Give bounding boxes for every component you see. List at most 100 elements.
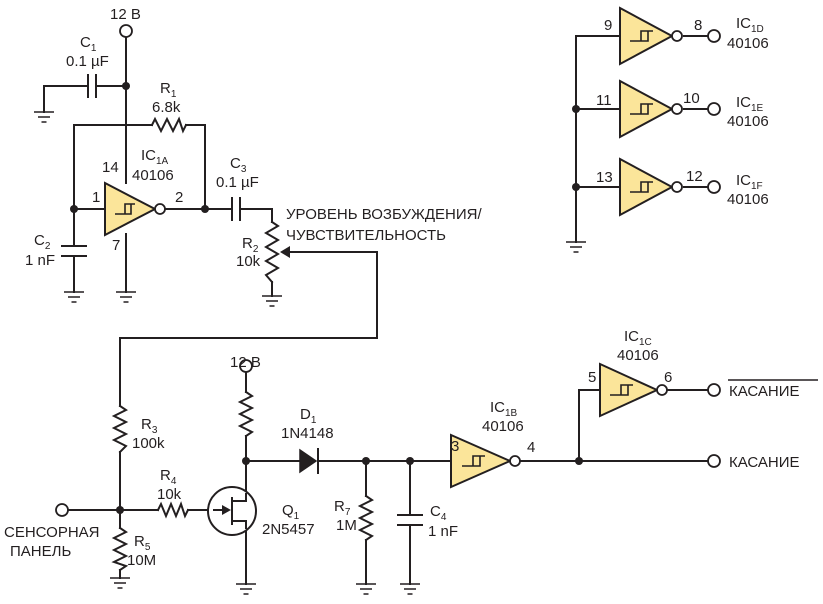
ic1d-pin-in: 9 — [604, 17, 612, 34]
ic1d-label: IC1D — [736, 15, 764, 35]
r3-label: R3 — [141, 416, 158, 436]
ground-icon — [400, 583, 420, 595]
terminals — [55, 24, 721, 517]
ic1c-part: 40106 — [617, 347, 659, 364]
c3-label: C3 — [230, 155, 247, 175]
ic1f-out-terminal — [707, 180, 721, 194]
resistor-r3-icon — [111, 404, 129, 454]
ic1a-label: IC1A — [141, 147, 169, 167]
c1-value: 0.1 µF — [66, 53, 109, 70]
supply-terminal-jfet — [239, 359, 253, 373]
ic1d-part: 40106 — [727, 35, 769, 52]
c1-label: C1 — [80, 34, 97, 54]
drive-label-line1: УРОВЕНЬ ВОЗБУЖДЕНИЯ/ — [286, 206, 482, 223]
supply-label-top: 12 В — [110, 6, 141, 23]
ic1b-label: IC1B — [490, 399, 518, 419]
schmitt-inverter-ic1b-icon — [450, 433, 521, 489]
touch-terminal — [707, 454, 721, 468]
schmitt-inverter-ic1a-icon — [104, 181, 166, 237]
schmitt-inverter-ic1f-icon — [619, 157, 683, 217]
resistor-pullup-icon — [237, 390, 255, 438]
r4-value: 10k — [157, 486, 182, 503]
r5-value: 10M — [127, 552, 156, 569]
ic1e-pin-out: 10 — [683, 90, 700, 107]
ic1c-pin-in: 5 — [588, 369, 596, 386]
c2-value: 1 nF — [25, 252, 55, 269]
ic1b-part: 40106 — [482, 418, 524, 435]
r2-label: R2 — [242, 235, 259, 255]
c4-label: C4 — [430, 503, 447, 523]
ic1e-pin-in: 11 — [596, 92, 612, 109]
ic1a-pin-out: 2 — [175, 189, 183, 206]
wires — [43, 35, 709, 585]
c4-value: 1 nF — [428, 523, 458, 540]
ground-icon — [34, 111, 54, 123]
capacitor-c1-icon — [87, 74, 97, 98]
labels: 12 В 12 В C1 0.1 µF R1 6.8k 14 IC1A 4010… — [4, 6, 800, 569]
ic1f-label: IC1F — [736, 172, 763, 192]
ic1f-pin-in: 13 — [596, 169, 613, 186]
r2-value: 10k — [236, 253, 261, 270]
ic1a-pin-in: 1 — [92, 189, 100, 206]
jfet-q1-icon — [207, 486, 257, 536]
ic1c-label: IC1C — [624, 328, 652, 348]
ic1a-pin-gnd: 7 — [112, 237, 120, 254]
capacitor-c4-icon — [397, 514, 423, 526]
r7-value: 1M — [336, 517, 357, 534]
ic1b-pin-out: 4 — [527, 439, 535, 456]
ic1b-pin-in: 3 — [451, 438, 459, 455]
touch-label: КАСАНИЕ — [729, 454, 800, 471]
schmitt-inverter-ic1c-icon — [599, 362, 668, 418]
touch-inverted-label: КАСАНИЕ — [729, 383, 800, 400]
ic1d-out-terminal — [707, 29, 721, 43]
capacitor-c3-icon — [231, 197, 241, 221]
capacitors — [61, 74, 423, 526]
resistor-r2-icon — [264, 220, 280, 284]
touch-panel-terminal — [55, 503, 69, 517]
ground-icon — [236, 583, 256, 595]
ground-icon — [64, 291, 84, 303]
resistor-r4-icon — [156, 501, 190, 519]
resistor-r1-icon — [150, 116, 188, 134]
capacitor-c2-icon — [61, 245, 87, 257]
supply-label-jfet: 12 В — [230, 354, 261, 371]
ic1e-label: IC1E — [736, 94, 764, 114]
d1-label: D1 — [300, 406, 317, 426]
r1-value: 6.8k — [152, 99, 181, 116]
supply-terminal-top — [119, 24, 133, 38]
ic1a-part: 40106 — [132, 167, 174, 184]
r3-value: 100k — [132, 435, 165, 452]
c3-value: 0.1 µF — [216, 174, 259, 191]
r4-label: R4 — [160, 467, 177, 487]
c2-label: C2 — [34, 232, 51, 252]
resistor-r5-icon — [111, 526, 129, 572]
schmitt-inverter-ic1e-icon — [619, 79, 683, 139]
ic1f-part: 40106 — [727, 191, 769, 208]
r1-label: R1 — [160, 80, 177, 100]
ground-icon — [110, 577, 130, 589]
r5-label: R5 — [134, 533, 151, 553]
d1-part: 1N4148 — [281, 425, 334, 442]
ground-icon — [116, 291, 136, 303]
resistor-r7-icon — [357, 494, 375, 542]
r7-label: R7 — [334, 498, 351, 518]
diode-d1-icon — [299, 448, 319, 474]
ic1e-part: 40106 — [727, 113, 769, 130]
q1-part: 2N5457 — [262, 521, 315, 538]
drive-label-line2: ЧУВСТВИТЕЛЬНОСТЬ — [286, 227, 446, 244]
ground-symbols — [34, 111, 586, 595]
schmitt-inverter-ic1d-icon — [619, 6, 683, 66]
ic1a-pin-vdd: 14 — [102, 159, 119, 176]
resistors — [111, 116, 375, 572]
q1-label: Q1 — [282, 502, 300, 522]
ground-icon — [262, 295, 282, 307]
ground-icon — [566, 241, 586, 253]
ic1c-pin-out: 6 — [664, 369, 672, 386]
ground-icon — [356, 583, 376, 595]
ic1f-pin-out: 12 — [686, 168, 703, 185]
touch-inverted-terminal — [707, 383, 721, 397]
touch-panel-line1: СЕНСОРНАЯ — [4, 524, 100, 541]
schmitt-gates — [104, 6, 683, 489]
touch-panel-line2: ПАНЕЛЬ — [10, 543, 71, 560]
